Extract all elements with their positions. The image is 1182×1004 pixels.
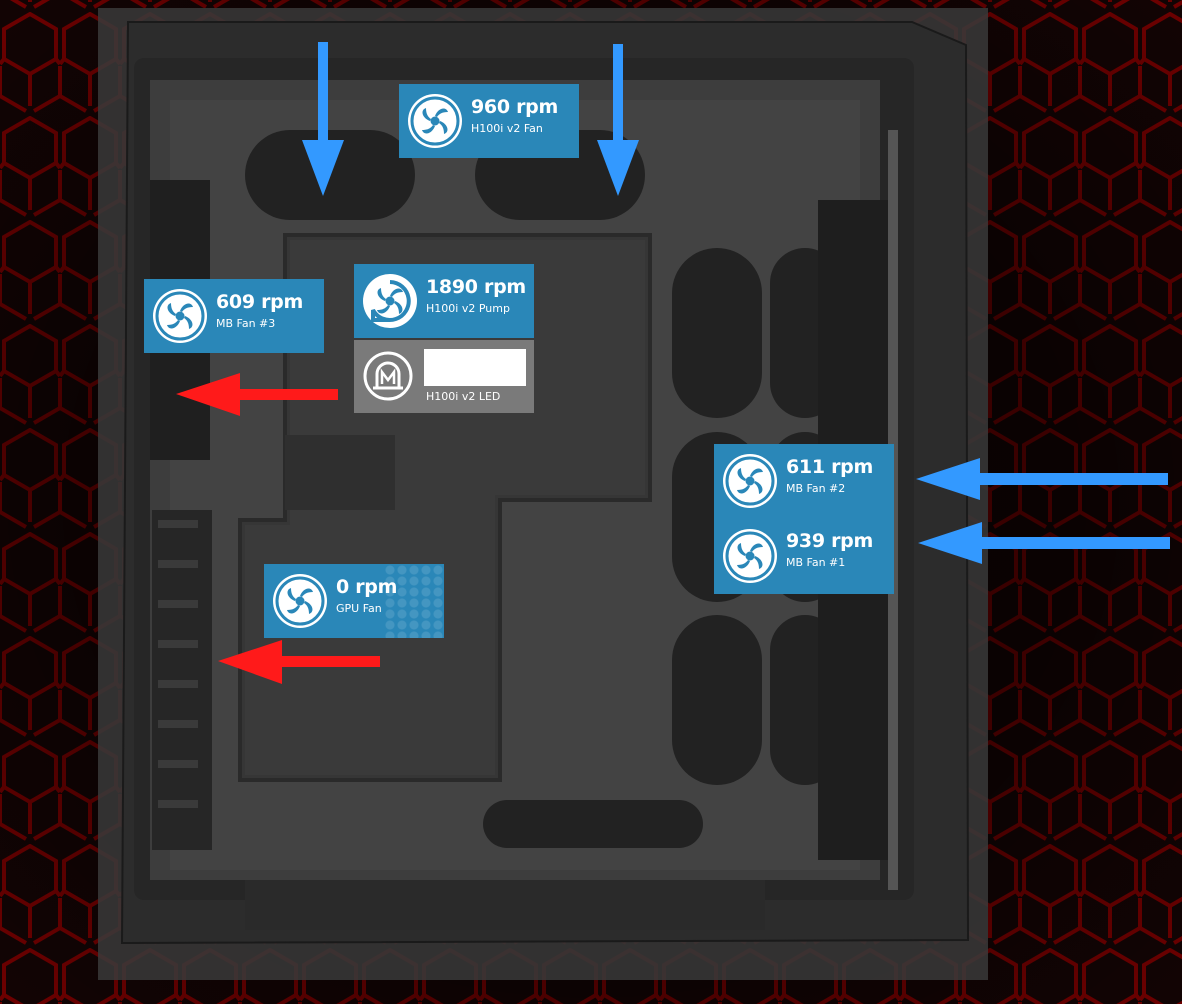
- gpu-fan-rpm: 0 rpm: [336, 576, 398, 598]
- hex-pattern: [384, 564, 444, 638]
- top-fan-label: H100i v2 Fan: [471, 122, 543, 135]
- pump-label: H100i v2 Pump: [426, 302, 510, 315]
- top-fan-tile[interactable]: 960 rpm H100i v2 Fan: [399, 84, 579, 158]
- top-fan-rpm: 960 rpm: [471, 96, 558, 118]
- mb-fan-3-tile[interactable]: 609 rpm MB Fan #3: [144, 279, 324, 353]
- top-left-intake-arrow: [302, 42, 344, 196]
- mb-fan-2-item[interactable]: 611 rpm MB Fan #2: [714, 444, 894, 518]
- fan-icon: [153, 289, 207, 343]
- mb-fan-1-label: MB Fan #1: [786, 556, 846, 569]
- gpu-fan-label: GPU Fan: [336, 602, 382, 615]
- mb-fan-1-rpm: 939 rpm: [786, 530, 873, 552]
- pump-icon: [363, 274, 417, 328]
- mb-fan-1-item[interactable]: 939 rpm MB Fan #1: [714, 518, 894, 594]
- mb-fan-3-label: MB Fan #3: [216, 317, 276, 330]
- fan-icon: [723, 529, 777, 583]
- led-label: H100i v2 LED: [426, 390, 501, 403]
- mb-fan-2-label: MB Fan #2: [786, 482, 846, 495]
- front-fans-tile: 611 rpm MB Fan #2 939 rpm MB Fan #1: [714, 444, 894, 594]
- rear-upper-exhaust-arrow: [176, 373, 338, 416]
- pump-rpm: 1890 rpm: [426, 276, 526, 298]
- fan-icon: [723, 454, 777, 508]
- top-right-intake-arrow: [597, 44, 639, 196]
- fan-icon: [273, 574, 327, 628]
- mb-fan-3-rpm: 609 rpm: [216, 291, 303, 313]
- led-tile[interactable]: H100i v2 LED: [354, 340, 534, 413]
- fan-icon: [408, 94, 462, 148]
- gpu-fan-tile[interactable]: 0 rpm GPU Fan: [264, 564, 444, 638]
- led-color-swatch[interactable]: [424, 349, 526, 386]
- led-icon: [362, 350, 414, 402]
- front-lower-intake-arrow: [918, 522, 1170, 564]
- mb-fan-2-rpm: 611 rpm: [786, 456, 873, 478]
- rear-lower-exhaust-arrow: [218, 640, 380, 684]
- pump-tile[interactable]: 1890 rpm H100i v2 Pump: [354, 264, 534, 338]
- front-upper-intake-arrow: [916, 458, 1168, 500]
